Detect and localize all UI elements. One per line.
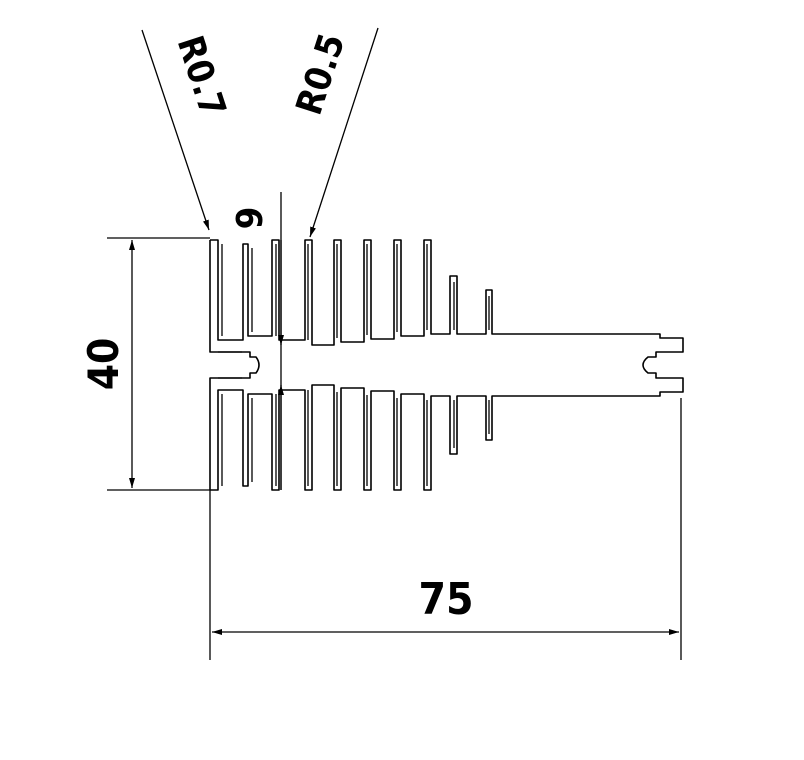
fin-gap-dimension: 6 xyxy=(227,192,284,490)
width-dimension: 75 xyxy=(209,398,682,660)
heatsink-profile xyxy=(209,239,684,491)
width-label: 75 xyxy=(418,574,473,625)
height-dimension: 40 xyxy=(79,237,210,491)
right-groove xyxy=(642,351,670,379)
radius-right-leader: R0.5 xyxy=(289,27,379,238)
height-label: 40 xyxy=(79,338,128,391)
left-groove xyxy=(242,351,260,379)
radius-left-label: R0.7 xyxy=(169,31,233,122)
fin-gap-label: 6 xyxy=(227,207,268,230)
radius-right-label: R0.5 xyxy=(289,29,353,120)
radius-left-leader: R0.7 xyxy=(141,29,233,231)
